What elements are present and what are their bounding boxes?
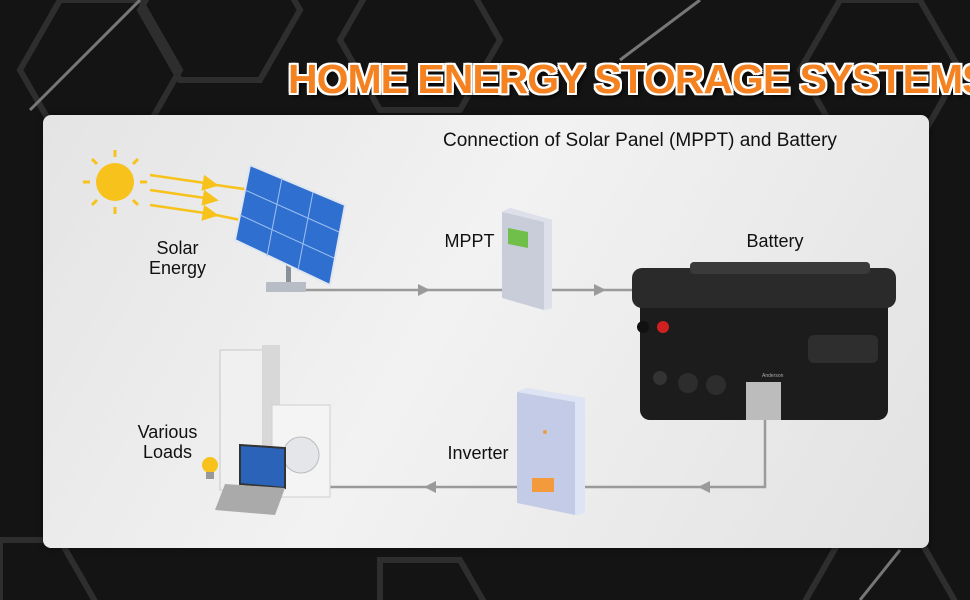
inverter-icon [517,388,585,515]
battery-label: Battery [746,231,804,251]
loads-label-line2: Loads [142,442,193,462]
laptop-icon [239,443,286,490]
arrow-right-icon [594,284,606,296]
solar-label-line1: Solar [156,238,199,258]
appliances-icon [202,345,331,515]
inverter-label: Inverter [447,443,509,463]
connection-lines [300,288,767,489]
page-title: HOME ENERGY STORAGE SYSTEMS [288,56,970,102]
diagram-subtitle: Connection of Solar Panel (MPPT) and Bat… [443,130,837,151]
mppt-label: MPPT [444,231,495,251]
various-loads-label: Various Loads [120,422,215,462]
battery-brand-text: Anderson [762,373,784,379]
solar-energy-label: Solar Energy [130,238,225,278]
arrow-left-icon [698,481,710,493]
solar-label-line2: Energy [148,258,207,278]
sun-icon [83,150,147,214]
battery-icon: Anderson [632,262,896,420]
mppt-controller-icon [502,208,552,310]
arrow-left-icon [424,481,436,493]
loads-label-line1: Various [137,422,198,442]
solar-panel-icon [233,163,347,292]
arrow-right-icon [418,284,430,296]
light-bulb-icon [202,457,218,473]
